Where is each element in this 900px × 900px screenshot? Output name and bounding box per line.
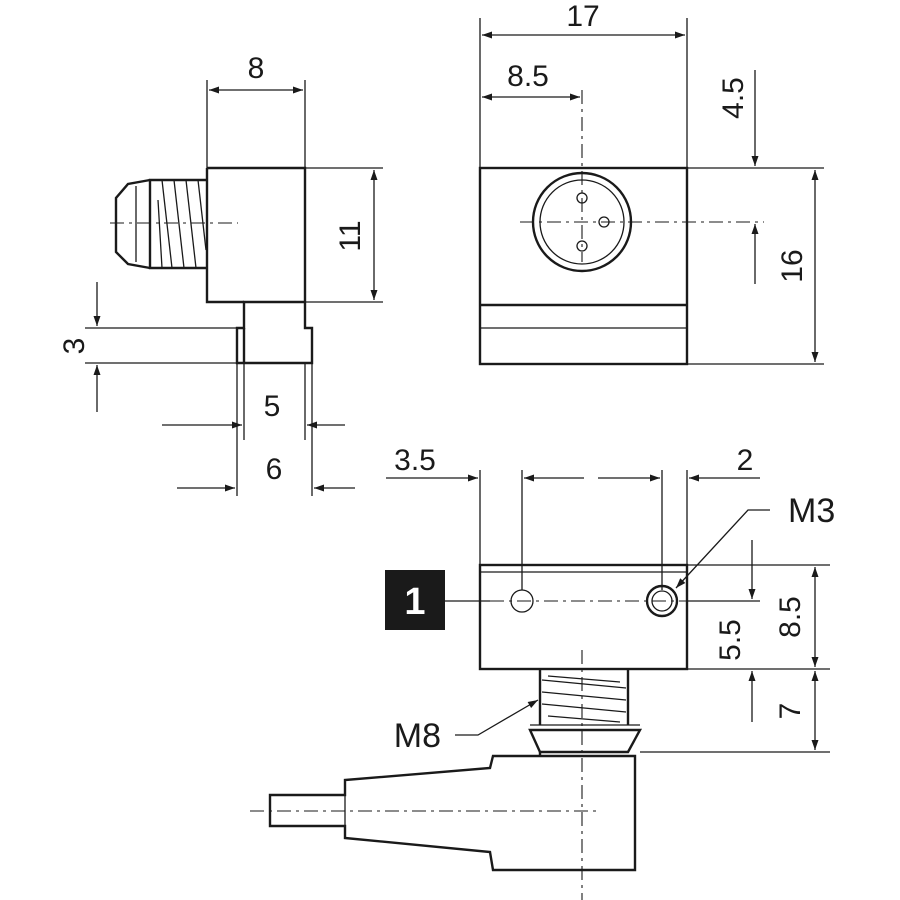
- dim-front-width: 17: [566, 0, 599, 33]
- side-body-left: [205, 168, 244, 304]
- bottom-connector-nut: [528, 728, 643, 754]
- dim-side-tab-extension: [85, 327, 237, 364]
- dim-side-height: 11: [334, 220, 367, 251]
- dim-bottom-left: 3.5: [394, 444, 436, 477]
- dim-side-tab-height: 3: [58, 338, 91, 355]
- dim-side-tab-inner: 5: [264, 390, 281, 423]
- side-connector-boss: [148, 178, 207, 270]
- callout-m8-leader: [455, 699, 539, 736]
- dim-bottom-hole: 5.5: [714, 619, 747, 661]
- front-pin-bottom: [576, 240, 588, 252]
- dim-bottom-left-extension: [479, 470, 523, 590]
- item-number-badge: [385, 570, 445, 630]
- dim-side-tab-outer: 6: [266, 453, 283, 486]
- side-view: 8 11 3 5 6: [58, 52, 383, 496]
- bottom-body: [478, 563, 689, 671]
- bottom-view: 3.5 2 M3 1 8.5 5.5 7 M8: [250, 444, 835, 900]
- dim-bottom-thread: 7: [774, 703, 807, 720]
- dim-bottom-right-extension: [661, 470, 688, 590]
- item-number: 1: [404, 581, 425, 623]
- side-thread: [157, 179, 207, 269]
- dim-front-height: 16: [776, 249, 809, 282]
- dim-bottom-height: 8.5: [774, 596, 807, 638]
- front-body: [478, 166, 689, 366]
- bottom-thread: [541, 675, 627, 723]
- side-body-outline: [207, 166, 314, 365]
- dim-front-center: 8.5: [507, 60, 549, 93]
- side-connector-cap: [114, 178, 151, 270]
- callout-m8: M8: [394, 717, 441, 755]
- front-view: 17 8.5 4.5 16: [478, 0, 824, 366]
- dim-side-tab-outer-extension: [236, 363, 313, 496]
- bottom-thread-boss: [538, 669, 630, 725]
- callout-m3: M3: [788, 492, 835, 530]
- callout-m3-leader: [675, 509, 770, 589]
- dim-side-tab-inner-extension: [243, 363, 306, 440]
- dim-front-width-extension: [479, 18, 688, 168]
- dim-bottom-right: 2: [737, 444, 754, 477]
- dim-bottom-height-extension: [687, 564, 830, 670]
- dim-side-width: 8: [248, 52, 265, 85]
- dim-side-height-extension: [305, 167, 383, 303]
- dim-front-offset: 4.5: [717, 77, 750, 119]
- dim-side-width-extension: [206, 80, 306, 168]
